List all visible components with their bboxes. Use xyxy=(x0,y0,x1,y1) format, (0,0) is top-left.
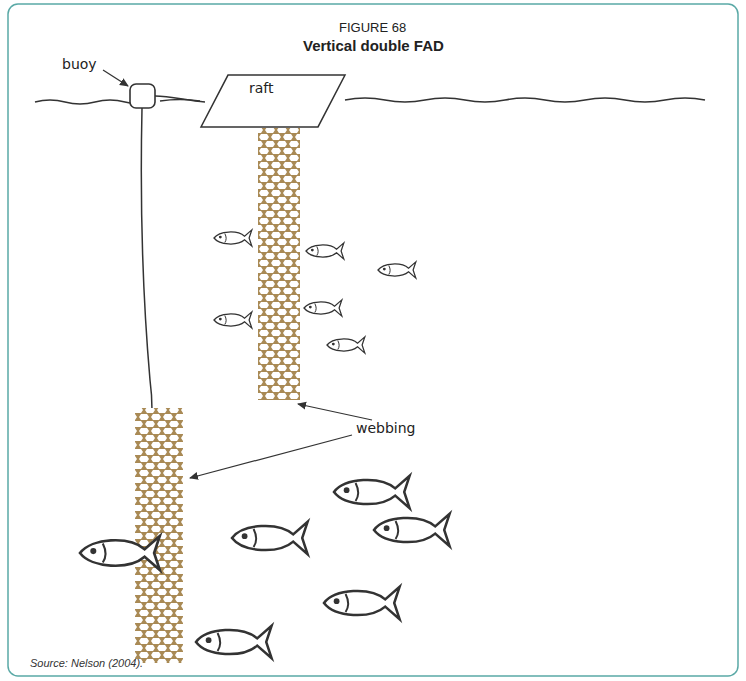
raft-label: raft xyxy=(249,80,274,96)
raft-shape: raft xyxy=(198,74,348,128)
part-label: buoy xyxy=(62,56,97,72)
figure-number: FIGURE 68 xyxy=(339,20,406,35)
part-label: webbing xyxy=(356,420,416,436)
figure-title: Vertical double FAD xyxy=(303,37,444,54)
source-caption: Source: Nelson (2004). xyxy=(30,657,143,669)
